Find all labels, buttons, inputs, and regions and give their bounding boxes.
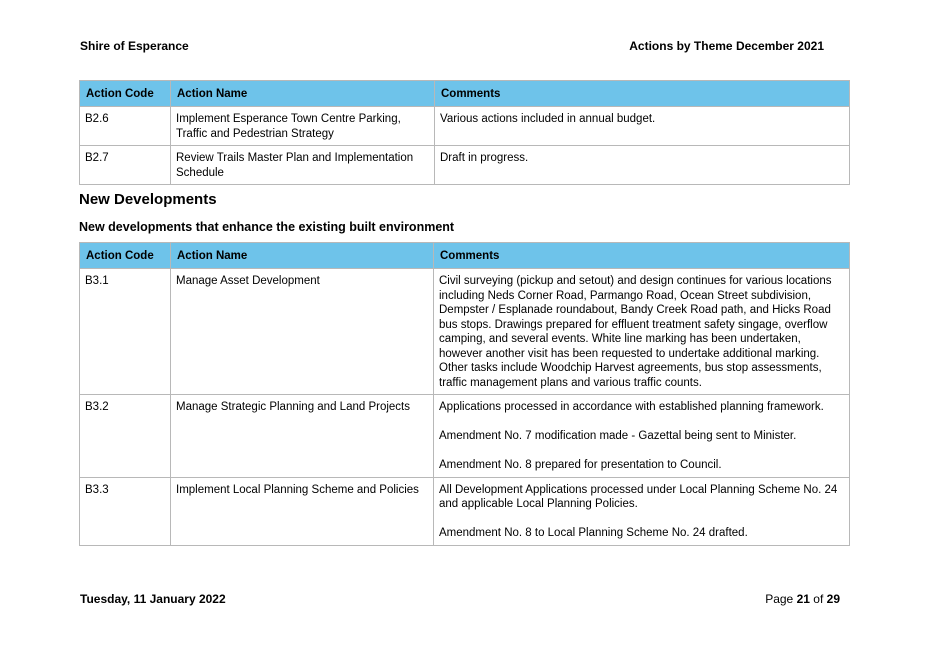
comment-text: Various actions included in annual budge…: [440, 113, 656, 125]
column-header-comments: Comments: [433, 242, 850, 269]
table-row: B2.6 Implement Esperance Town Centre Par…: [79, 106, 850, 146]
header-org: Shire of Esperance: [80, 39, 189, 53]
action-code: B2.7: [79, 145, 171, 185]
action-code: B3.2: [79, 394, 171, 478]
column-header-name: Action Name: [170, 242, 434, 269]
comment-text: Civil surveying (pickup and setout) and …: [439, 275, 832, 389]
section-subtitle: New developments that enhance the existi…: [79, 220, 455, 234]
page-number: Page 21 of 29: [765, 592, 840, 606]
comment-text: Amendment No. 7 modification made - Gaze…: [439, 430, 797, 442]
action-name: Implement Esperance Town Centre Parking,…: [170, 106, 435, 146]
table-header-row: Action Code Action Name Comments: [79, 242, 850, 269]
column-header-name: Action Name: [170, 80, 435, 107]
comment-text: Draft in progress.: [440, 152, 529, 164]
action-name: Manage Asset Development: [170, 268, 434, 395]
comments-cell: Civil surveying (pickup and setout) and …: [433, 268, 850, 395]
page-current: 21: [796, 592, 810, 606]
table-header-row: Action Code Action Name Comments: [79, 80, 850, 107]
page-label: Page: [765, 592, 794, 606]
action-name: Implement Local Planning Scheme and Poli…: [170, 476, 434, 546]
comment-text: Amendment No. 8 prepared for presentatio…: [439, 459, 722, 471]
comment-text: Amendment No. 8 to Local Planning Scheme…: [439, 527, 748, 539]
action-code: B2.6: [79, 106, 171, 146]
table-row: B3.1 Manage Asset Development Civil surv…: [79, 268, 850, 395]
comments-cell: Draft in progress.: [434, 145, 850, 185]
action-name: Review Trails Master Plan and Implementa…: [170, 145, 435, 185]
header-doc-title: Actions by Theme December 2021: [629, 39, 824, 53]
page-of: of: [813, 592, 824, 606]
action-code: B3.3: [79, 476, 171, 546]
column-header-code: Action Code: [79, 80, 171, 107]
comment-text: All Development Applications processed u…: [439, 483, 838, 511]
page-total: 29: [826, 592, 840, 606]
action-name: Manage Strategic Planning and Land Proje…: [170, 394, 434, 478]
table-row: B3.2 Manage Strategic Planning and Land …: [79, 394, 850, 478]
comments-cell: All Development Applications processed u…: [433, 476, 850, 546]
comments-cell: Various actions included in annual budge…: [434, 106, 850, 146]
action-code: B3.1: [79, 268, 171, 395]
comments-cell: Applications processed in accordance wit…: [433, 394, 850, 478]
column-header-code: Action Code: [79, 242, 171, 269]
footer-date: Tuesday, 11 January 2022: [80, 592, 226, 606]
actions-table-b3: Action Code Action Name Comments B3.1 Ma…: [79, 242, 850, 546]
section-title: New Developments: [79, 191, 217, 208]
comment-text: Applications processed in accordance wit…: [439, 401, 824, 413]
actions-table-b2: Action Code Action Name Comments B2.6 Im…: [79, 80, 850, 185]
table-row: B3.3 Implement Local Planning Scheme and…: [79, 476, 850, 546]
table-row: B2.7 Review Trails Master Plan and Imple…: [79, 145, 850, 185]
column-header-comments: Comments: [434, 80, 850, 107]
